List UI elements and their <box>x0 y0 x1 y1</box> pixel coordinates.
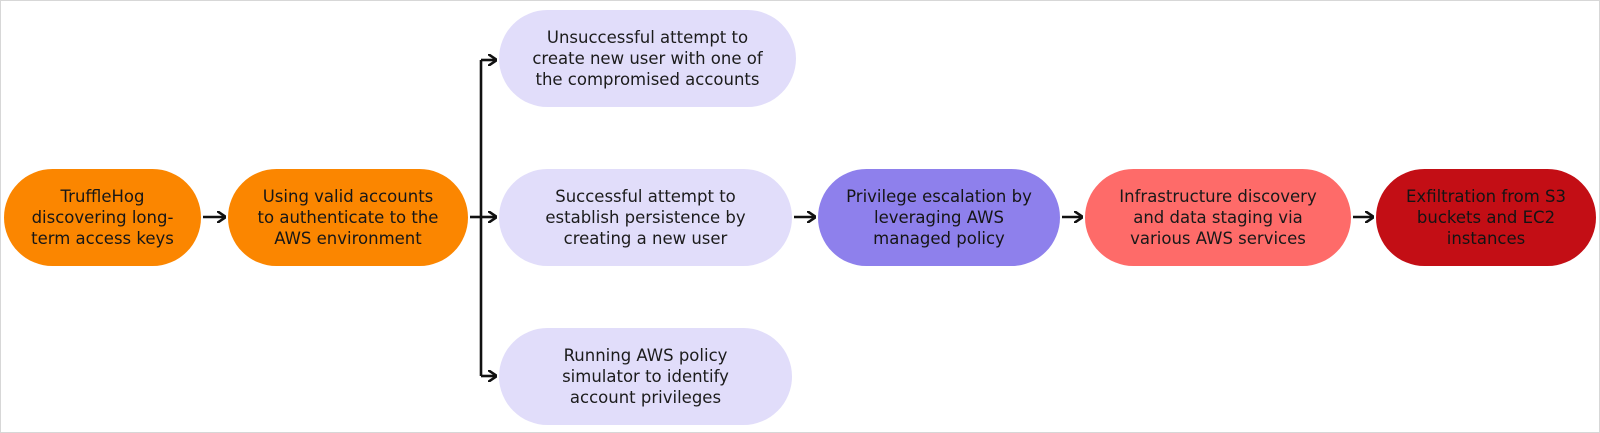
node-policy-simulator: Running AWS policy simulator to identify… <box>499 328 792 425</box>
node-text-line: Exfiltration from S3 <box>1406 187 1566 206</box>
node-text-line: instances <box>1446 229 1526 248</box>
node-text-line: simulator to identify <box>562 367 729 386</box>
node-text-line: leveraging AWS <box>874 208 1004 227</box>
node-unsuccessful-user-creation: Unsuccessful attempt to create new user … <box>499 10 796 107</box>
node-text-line: Unsuccessful attempt to <box>546 28 749 47</box>
node-trufflehog: TruffleHog discovering long- term access… <box>4 169 201 266</box>
node-text-line: various AWS services <box>1130 229 1306 248</box>
node-text-line: Running AWS policy <box>563 346 728 365</box>
node-text-line: managed policy <box>873 229 1005 248</box>
node-text-line: TruffleHog <box>60 187 145 206</box>
node-valid-accounts: Using valid accounts to authenticate to … <box>228 169 468 266</box>
node-text-line: the compromised accounts <box>535 70 760 89</box>
node-text-line: account privileges <box>569 388 722 407</box>
node-text-line: and data staging via <box>1133 208 1303 227</box>
node-privilege-escalation: Privilege escalation by leveraging AWS m… <box>818 169 1060 266</box>
node-text-line: buckets and EC2 <box>1416 208 1556 227</box>
node-text-line: establish persistence by <box>545 208 746 227</box>
node-successful-persistence: Successful attempt to establish persiste… <box>499 169 792 266</box>
node-text-line: discovering long- <box>31 208 174 227</box>
node-text-line: to authenticate to the <box>257 208 439 227</box>
node-text-line: Privilege escalation by <box>846 187 1032 206</box>
node-text-line: term access keys <box>31 229 174 248</box>
node-text-line: Using valid accounts <box>262 187 434 206</box>
node-text-line: Successful attempt to <box>555 187 736 206</box>
node-text-line: Infrastructure discovery <box>1119 187 1317 206</box>
node-exfiltration: Exfiltration from S3 buckets and EC2 ins… <box>1376 169 1596 266</box>
node-infrastructure-discovery: Infrastructure discovery and data stagin… <box>1085 169 1351 266</box>
node-text-line: creating a new user <box>563 229 728 248</box>
node-text-line: AWS environment <box>274 229 422 248</box>
node-text-line: create new user with one of <box>532 49 763 68</box>
